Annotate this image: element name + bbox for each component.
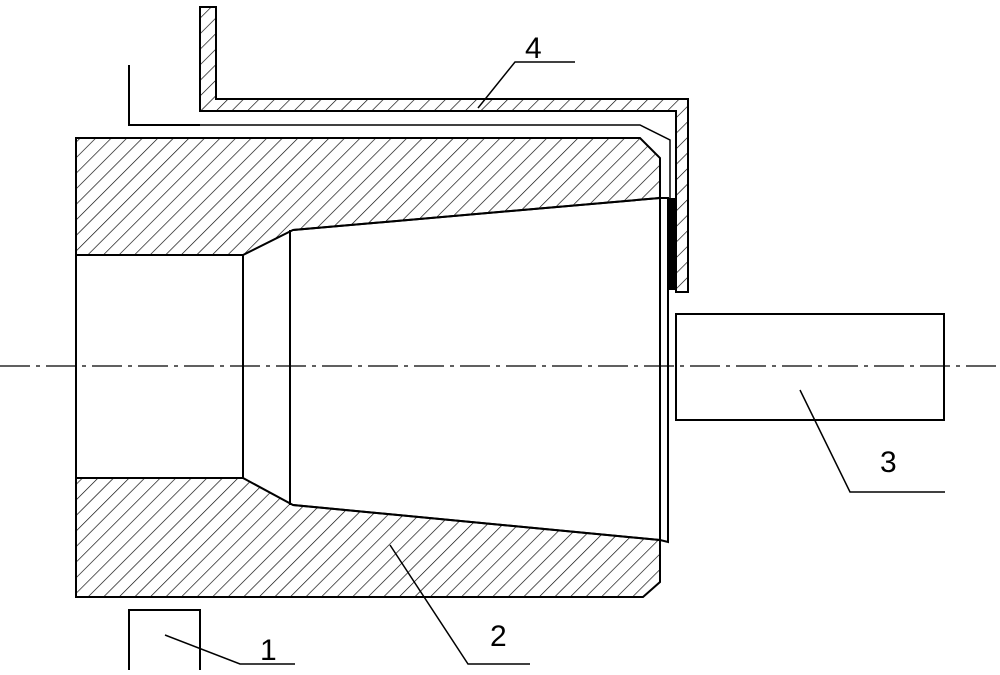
shaft-part-3 [676,314,944,420]
sleeve-lower-section [76,478,660,597]
taper-cone [293,198,668,542]
label-part-3: 3 [880,446,897,479]
leader-line-3 [800,390,945,492]
sleeve-upper-section [76,138,660,255]
seal-strip [668,198,676,290]
label-part-4: 4 [525,32,542,65]
label-part-1: 1 [260,634,277,667]
label-part-2: 2 [490,620,507,653]
support-bottom [129,610,200,670]
support-top [129,65,200,125]
